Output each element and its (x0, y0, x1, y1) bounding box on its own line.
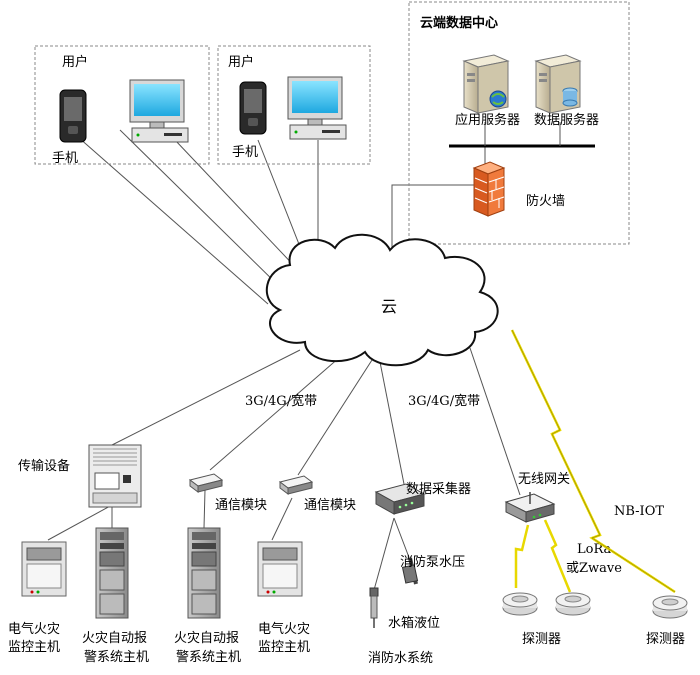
user-group-2-label: 用户 (228, 54, 254, 70)
transmission-device-label: 传输设备 (18, 458, 70, 474)
cloud-icon (265, 233, 499, 367)
desktop-computer-icon (129, 79, 189, 143)
fire-alarm-host-2-line-1: 火灾自动报 (174, 630, 239, 646)
tank-level-label: 水箱液位 (388, 615, 440, 631)
phone-2-label: 手机 (232, 145, 258, 160)
user-group-1-frame (34, 45, 210, 165)
lora-label-line-2: 或Zwave (566, 561, 622, 576)
data-center-frame (408, 1, 630, 245)
data-center-title: 云端数据中心 (420, 15, 498, 31)
comm-module-1-label: 通信模块 (215, 498, 267, 513)
database-server-icon (534, 54, 582, 114)
comm-module-2-icon (279, 475, 313, 495)
phone-1-label: 手机 (52, 151, 78, 166)
electrical-fire-monitor-1-icon (21, 541, 67, 597)
electrical-fire-monitor-1-line-1: 电气火灾 (8, 621, 60, 637)
connection-lines (47, 129, 521, 591)
fire-water-system-label: 消防水系统 (368, 650, 433, 666)
smoke-detector-icon (555, 592, 591, 616)
firewall-icon (472, 161, 506, 217)
application-server-icon (462, 54, 510, 114)
broadband-label-1: 3G/4G/宽带 (245, 393, 317, 409)
firewall-label: 防火墙 (526, 193, 565, 209)
nb-iot-label: NB-IOT (614, 504, 664, 519)
cloud-label: 云 (381, 297, 397, 316)
electrical-fire-monitor-1-line-2: 监控主机 (8, 640, 60, 655)
electrical-fire-monitor-2-line-1: 电气火灾 (258, 621, 310, 637)
wireless-gateway-label: 无线网关 (518, 472, 570, 487)
fire-alarm-host-1-line-2: 警系统主机 (84, 649, 149, 665)
phone-icon (59, 89, 87, 143)
application-server-label: 应用服务器 (455, 112, 520, 128)
user-group-1-label: 用户 (62, 54, 88, 70)
user-group-2-frame (217, 45, 371, 165)
fire-alarm-host-1-icon (95, 527, 129, 619)
level-sensor-icon (369, 587, 379, 628)
smoke-detector-icon (502, 592, 538, 616)
fire-alarm-host-2-line-2: 警系统主机 (176, 649, 241, 665)
wireless-gateway-icon (504, 492, 556, 523)
detector-1-label: 探测器 (522, 632, 561, 647)
pressure-sensor-icon (401, 557, 419, 585)
data-collector-label: 数据采集器 (406, 481, 471, 497)
phone-icon (239, 81, 267, 135)
fire-alarm-host-2-icon (187, 527, 221, 619)
desktop-computer-icon (287, 76, 347, 140)
data-collector-icon (374, 483, 426, 515)
fire-alarm-host-1-line-1: 火灾自动报 (82, 630, 147, 646)
pump-pressure-label: 消防泵水压 (400, 554, 465, 570)
detector-2-label: 探测器 (646, 632, 685, 647)
electrical-fire-monitor-2-icon (257, 541, 303, 597)
broadband-label-2: 3G/4G/宽带 (408, 393, 480, 409)
electrical-fire-monitor-2-line-2: 监控主机 (258, 640, 310, 655)
comm-module-2-label: 通信模块 (304, 498, 356, 513)
wireless-link-bolts (510, 329, 676, 594)
lora-label-line-1: LoRa (577, 542, 612, 557)
database-server-label: 数据服务器 (534, 112, 599, 128)
transmission-device-icon (88, 444, 142, 508)
comm-module-1-icon (189, 473, 223, 493)
smoke-detector-icon (652, 595, 688, 619)
